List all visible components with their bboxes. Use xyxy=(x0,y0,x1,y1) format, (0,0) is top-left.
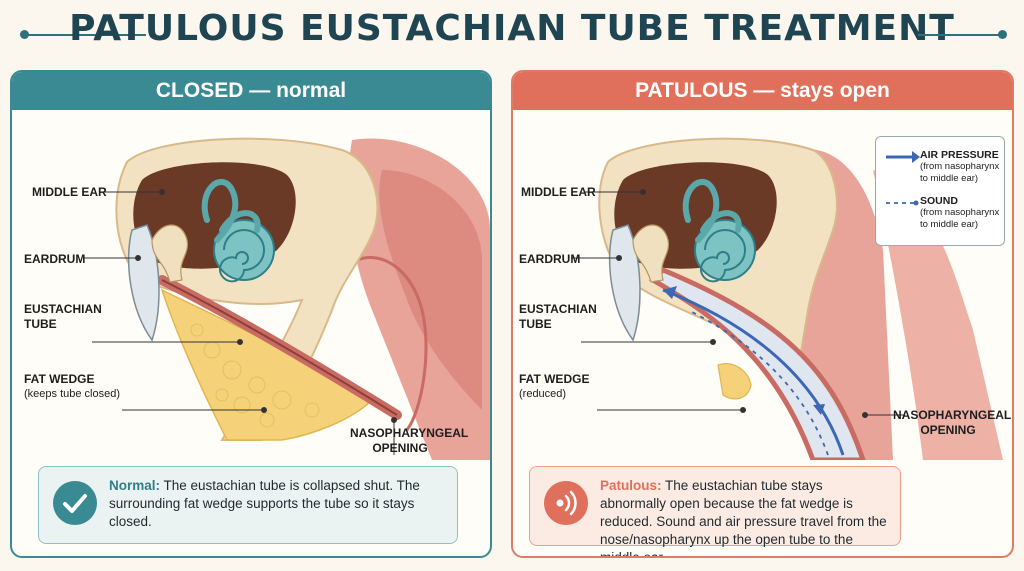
label-eustachian-tube: EUSTACHIAN TUBE xyxy=(24,302,102,331)
ossicles xyxy=(632,224,670,283)
page-title: PATULOUS EUSTACHIAN TUBE TREATMENT xyxy=(69,8,955,49)
closed-panel: CLOSED — normal xyxy=(10,70,492,558)
label-middle-ear: MIDDLE EAR xyxy=(521,185,596,199)
label-eardrum: EARDRUM xyxy=(24,252,86,266)
patulous-panel-heading: PATULOUS — stays open xyxy=(513,72,1012,110)
closed-note: Normal: The eustachian tube is collapsed… xyxy=(38,466,458,544)
cochlea xyxy=(213,219,275,281)
legend-sound: SOUND (from nasopharynx to middle ear) xyxy=(920,195,1000,230)
flow-legend: AIR PRESSURE (from nasopharynx to middle… xyxy=(875,136,1005,246)
closed-panel-heading: CLOSED — normal xyxy=(12,72,490,110)
checkmark-icon xyxy=(53,481,97,525)
closed-leader-lines xyxy=(84,189,397,455)
closed-note-text: Normal: The eustachian tube is collapsed… xyxy=(109,478,420,529)
nasopharynx-inner xyxy=(379,170,482,410)
title-row: PATULOUS EUSTACHIAN TUBE TREATMENT xyxy=(0,0,1024,64)
patulous-leader-lines xyxy=(571,189,905,418)
legend-sound-dot xyxy=(913,200,919,206)
label-middle-ear: MIDDLE EAR xyxy=(32,185,107,199)
semicircular-canals xyxy=(201,179,261,243)
patulous-note-text: Patulous: The eustachian tube stays abno… xyxy=(600,478,887,558)
sound-waves-icon xyxy=(544,481,588,525)
label-nasopharyngeal-opening: NASOPHARYNGEAL OPENING xyxy=(350,426,469,455)
eustachian-tube-open xyxy=(648,267,866,460)
title-rule-right xyxy=(918,34,1000,36)
label-nasopharyngeal-opening: NASOPHARYNGEAL OPENING xyxy=(893,408,1012,437)
label-eardrum: EARDRUM xyxy=(519,252,581,266)
patulous-ear-illustration xyxy=(571,137,1003,460)
cochlea-spiral xyxy=(219,229,265,283)
air-arrow-head xyxy=(663,286,677,299)
patulous-note: Patulous: The eustachian tube stays abno… xyxy=(529,466,901,556)
title-rule-left xyxy=(28,34,146,36)
eustachian-tube-lumen xyxy=(161,279,398,416)
legend-air-pressure: AIR PRESSURE (from nasopharynx to middle… xyxy=(920,149,1000,184)
sound-arrow-head xyxy=(813,404,825,415)
legend-air-arrow xyxy=(912,151,920,163)
ossicles xyxy=(151,224,189,283)
cochlea-spiral xyxy=(700,229,746,283)
nasopharynx-fold xyxy=(356,255,428,431)
legend-swatches xyxy=(886,151,920,206)
title-rule-dot-right xyxy=(998,30,1007,39)
label-fat-wedge: FAT WEDGE (keeps tube closed) xyxy=(24,372,120,400)
sound-path xyxy=(687,309,829,456)
label-fat-wedge: FAT WEDGE (reduced) xyxy=(519,372,590,400)
label-eustachian-tube: EUSTACHIAN TUBE xyxy=(519,302,597,331)
cochlea xyxy=(694,219,756,281)
closed-ear-illustration xyxy=(84,137,490,460)
air-pressure-arrow xyxy=(662,288,845,456)
patulous-panel: PATULOUS — stays open MIDDLE EAR EARDRUM… xyxy=(511,70,1014,558)
title-rule-dot-left xyxy=(20,30,29,39)
semicircular-canals xyxy=(682,179,742,243)
fat-wedge-reduced xyxy=(717,363,752,400)
fat-wedge xyxy=(160,288,374,441)
fat-wedge-texture xyxy=(190,323,320,428)
